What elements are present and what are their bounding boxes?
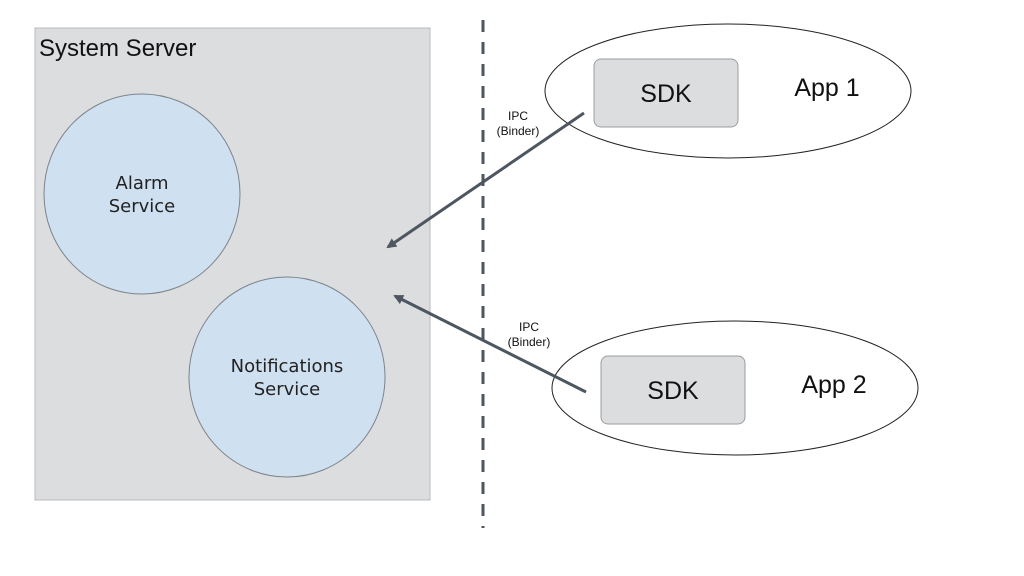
notifications-service-label-line1: Notifications xyxy=(231,356,344,377)
notifications-service-label-line2: Service xyxy=(254,379,321,400)
system-server-title: System Server xyxy=(39,35,196,62)
ipc-arrow-1 xyxy=(386,111,585,249)
app2-sdk-label: SDK xyxy=(647,377,699,405)
ipc-label-2-line2: (Binder) xyxy=(508,335,551,349)
app2-sdk-box xyxy=(600,355,746,425)
app2-label: App 2 xyxy=(801,371,866,399)
ipc-connection-2: IPC (Binder) xyxy=(393,294,587,394)
alarm-service-label-line2: Service xyxy=(109,196,176,217)
app1-sdk-box xyxy=(593,58,739,128)
app1-label: App 1 xyxy=(794,74,859,102)
app2-node: SDK App 2 xyxy=(551,320,919,456)
ipc-label-1-line2: (Binder) xyxy=(497,124,540,138)
ipc-label-2-line1: IPC xyxy=(519,320,539,334)
notifications-service-node: Notifications Service xyxy=(188,276,386,478)
ipc-connection-1: IPC (Binder) xyxy=(386,109,585,249)
app1-node: SDK App 1 xyxy=(544,23,912,159)
alarm-service-circle xyxy=(43,93,241,295)
ipc-arrow-2 xyxy=(393,294,587,394)
notifications-service-circle xyxy=(188,276,386,478)
alarm-service-node: Alarm Service xyxy=(43,93,241,295)
ipc-label-1-line1: IPC xyxy=(508,109,528,123)
alarm-service-label-line1: Alarm xyxy=(116,173,169,194)
app1-sdk-label: SDK xyxy=(640,80,692,108)
